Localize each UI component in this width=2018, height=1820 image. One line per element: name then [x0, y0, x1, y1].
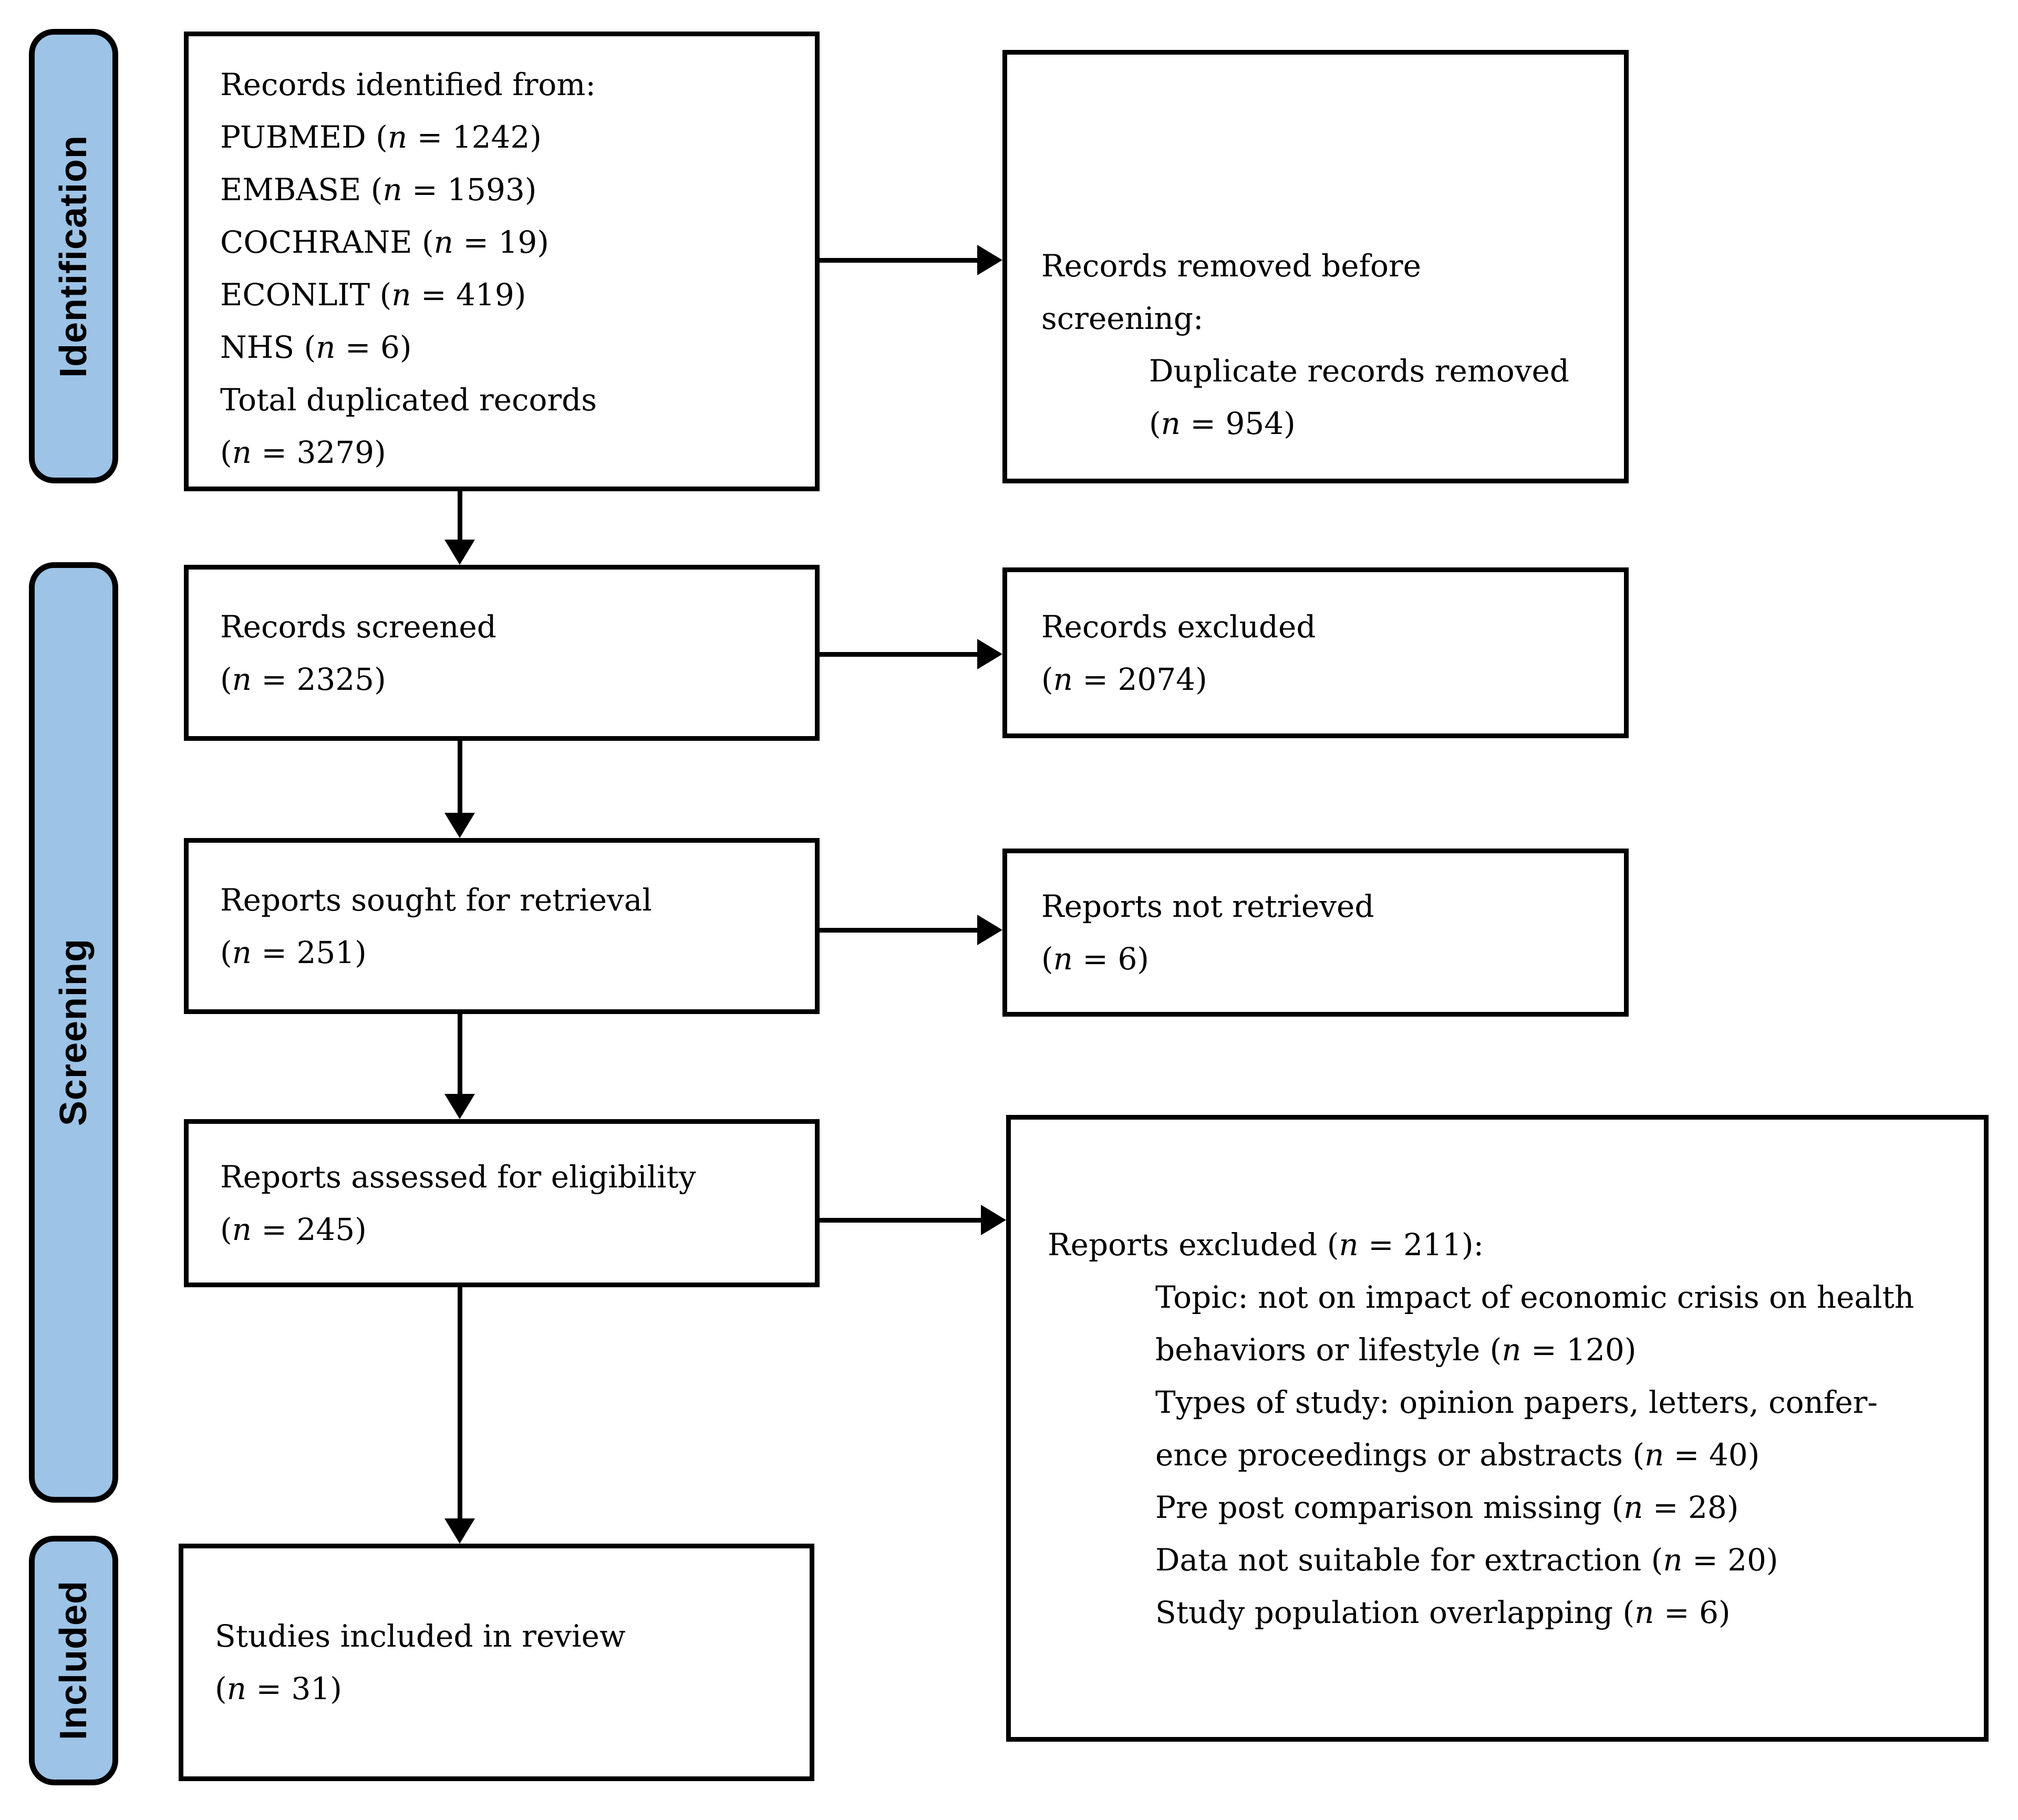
text-line: (n = 245) [220, 1212, 367, 1247]
arrow-shaft [458, 491, 462, 541]
stage-label-identification: Identification [29, 29, 118, 483]
arrow-shaft [458, 1014, 462, 1095]
arrow-shaft [817, 1218, 982, 1223]
text-line: screening: [1041, 301, 1204, 336]
box-reports-assessed-for-eligibility: Reports assessed for eligibility (n = 245… [184, 1119, 820, 1287]
arrow-shaft [458, 1287, 462, 1519]
arrow-shaft [820, 928, 978, 933]
arrow-right-head-icon [981, 1205, 1006, 1235]
text-line: (n = 2074) [1041, 661, 1207, 697]
box-reports-sought-for-retrieval: Reports sought for retrieval (n = 251) [184, 838, 820, 1014]
text-line: Reports sought for retrieval [220, 882, 652, 918]
text-line: Records screened [220, 608, 496, 645]
arrow-sought-to-not-retrieved [820, 915, 1002, 945]
text-line: Data not suitable for extraction (n = 20… [1155, 1542, 1778, 1578]
arrow-screened-to-sought [444, 741, 475, 838]
text-line: Total duplicated records [220, 382, 597, 418]
arrow-down-head-icon [444, 813, 475, 838]
text-line: NHS (n = 6) [220, 329, 412, 365]
text-line: (n = 251) [220, 934, 367, 970]
arrow-down-head-icon [444, 540, 475, 565]
box-records-screened: Records screened (n = 2325) [184, 565, 820, 741]
text-line: Study population overlapping (n = 6) [1155, 1594, 1731, 1630]
arrow-identified-to-removed [820, 245, 1002, 275]
arrow-screened-to-excluded [820, 639, 1002, 669]
text-line: PUBMED (n = 1242) [220, 119, 542, 155]
text-line: (n = 954) [1149, 406, 1296, 441]
box-records-removed-before-screening: Records removed before screening: Duplicat… [1002, 50, 1629, 483]
text-line: Reports assessed for eligibility [220, 1159, 696, 1195]
text-line: Reports excluded (n = 211): [1048, 1226, 1484, 1263]
text-line: ECONLIT (n = 419) [220, 277, 526, 313]
text-line: Studies included in review [215, 1618, 626, 1654]
arrow-assessed-to-included [444, 1287, 475, 1544]
text-line: EMBASE (n = 1593) [220, 172, 537, 208]
text-line: ence proceedings or abstracts (n = 40) [1155, 1436, 1760, 1473]
arrow-assessed-to-excluded [817, 1205, 1006, 1235]
stage-label-included-text: Included [53, 1580, 95, 1741]
stage-label-screening-text: Screening [53, 938, 95, 1126]
arrow-identified-to-screened [444, 491, 475, 565]
arrow-shaft [458, 741, 462, 814]
arrow-right-head-icon [977, 245, 1002, 275]
text-line: Reports not retrieved [1041, 888, 1374, 924]
arrow-right-head-icon [977, 639, 1002, 669]
arrow-shaft [820, 258, 978, 263]
text-line: Records excluded [1041, 608, 1316, 645]
arrow-right-head-icon [977, 915, 1002, 945]
text-line: Records removed before [1041, 248, 1421, 284]
text-line: Records identified from: [220, 67, 596, 102]
text-line: (n = 6) [1041, 941, 1149, 977]
text-line: COCHRANE (n = 19) [220, 224, 549, 260]
text-line: (n = 3279) [220, 435, 386, 470]
stage-label-identification-text: Identification [53, 135, 95, 378]
box-records-identified: Records identified from: PUBMED (n = 1242… [184, 32, 820, 491]
arrow-sought-to-assessed [444, 1014, 475, 1119]
text-line: (n = 2325) [220, 661, 386, 697]
text-line: (n = 31) [215, 1671, 342, 1707]
text-line: Topic: not on impact of economic crisis … [1155, 1279, 1914, 1315]
arrow-shaft [820, 652, 978, 657]
box-records-excluded: Records excluded (n = 2074) [1002, 567, 1629, 738]
box-studies-included-in-review: Studies included in review (n = 31) [179, 1544, 814, 1781]
text-line: Pre post comparison missing (n = 28) [1155, 1489, 1739, 1525]
arrow-down-head-icon [444, 1094, 475, 1119]
stage-label-screening: Screening [29, 562, 118, 1503]
text-line: Types of study: opinion papers, letters,… [1155, 1384, 1878, 1420]
text-line: behaviors or lifestyle (n = 120) [1155, 1331, 1637, 1368]
text-line: Duplicate records removed [1149, 353, 1569, 389]
stage-label-included: Included [29, 1536, 118, 1785]
box-reports-not-retrieved: Reports not retrieved (n = 6) [1002, 849, 1629, 1017]
arrow-down-head-icon [444, 1518, 475, 1544]
box-reports-excluded-with-reasons: Reports excluded (n = 211): Topic: not on… [1006, 1115, 1989, 1742]
